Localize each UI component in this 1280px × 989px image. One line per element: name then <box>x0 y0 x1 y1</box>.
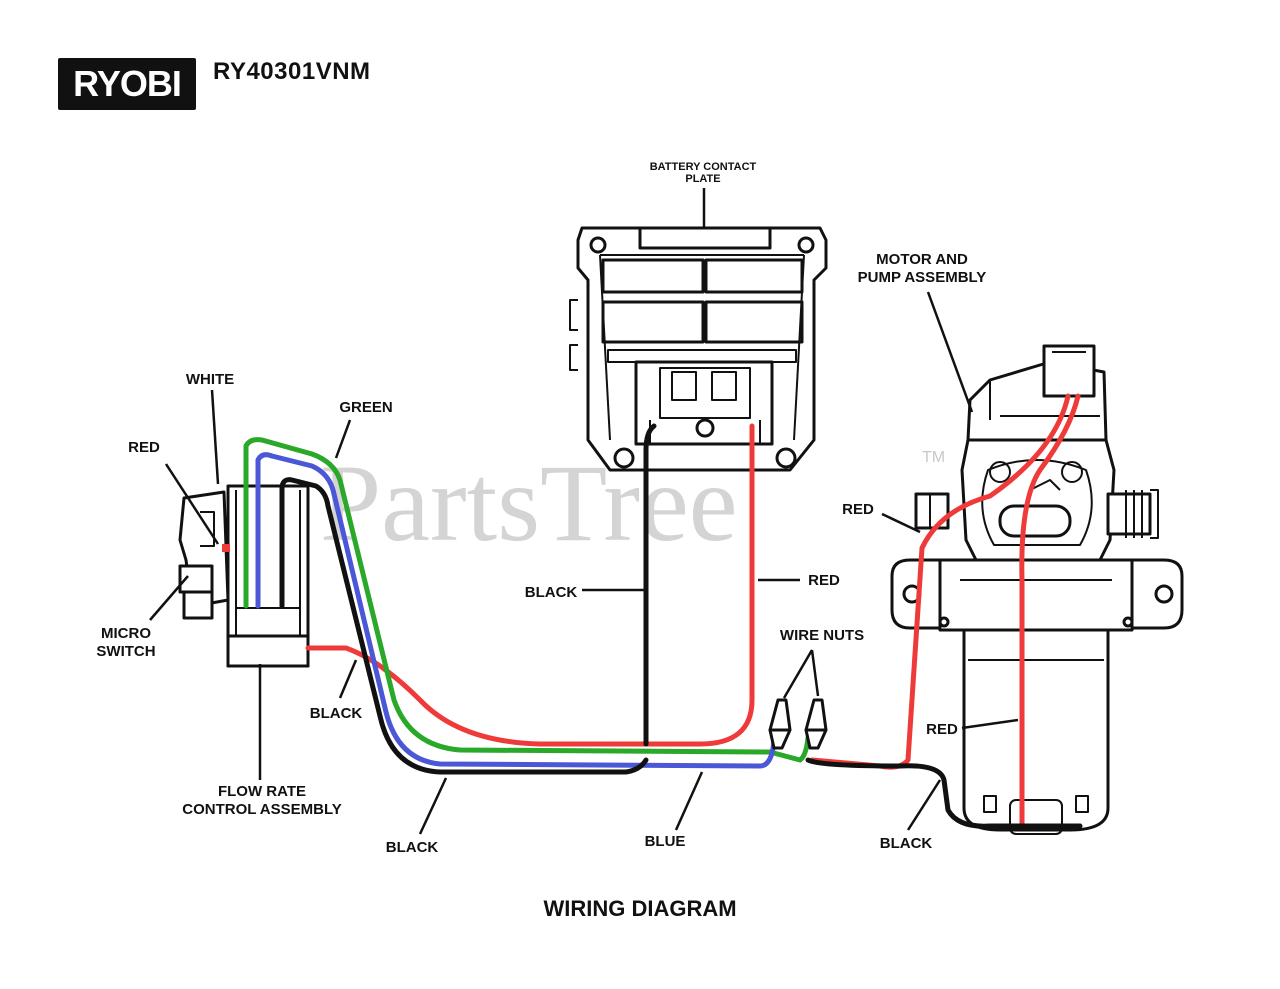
wire-black-flow <box>279 477 649 775</box>
label-black-flow: BLACK <box>310 705 363 722</box>
wire-green <box>243 437 811 763</box>
flow-rate-control-assembly <box>226 484 310 668</box>
label-red-micro: RED <box>128 439 160 456</box>
label-motor-pump-2: PUMP ASSEMBLY <box>858 269 987 286</box>
micro-switch <box>178 490 230 620</box>
ryobi-logo-text: RYOBI <box>73 63 182 104</box>
label-red-motor-bottom: RED <box>926 721 958 738</box>
motor-pump-assembly <box>890 344 1184 835</box>
wire-black-motor <box>805 757 1083 829</box>
diagram-title: WIRING DIAGRAM <box>543 896 737 921</box>
label-red-motor-top: RED <box>842 501 874 518</box>
label-black-bottom-left: BLACK <box>386 839 439 856</box>
wires <box>243 393 1083 829</box>
label-wire-nuts: WIRE NUTS <box>780 627 864 644</box>
model-number: RY40301VNM <box>213 58 371 85</box>
label-micro-switch-2: SWITCH <box>96 643 155 660</box>
leader-lines <box>149 188 1019 835</box>
label-black-center: BLACK <box>525 584 578 601</box>
label-motor-pump-1: MOTOR AND <box>876 251 968 268</box>
label-red-center: RED <box>808 572 840 589</box>
label-flow-rate-1: FLOW RATE <box>218 783 306 800</box>
watermark-trademark: TM <box>922 449 945 466</box>
label-battery-contact-plate-1: BATTERY CONTACT <box>650 161 757 173</box>
wire-red-flow <box>305 423 755 747</box>
label-micro-switch-1: MICRO <box>101 625 151 642</box>
wire-black-battery <box>643 423 657 747</box>
battery-contact-plate <box>569 226 828 472</box>
ryobi-logo: RYOBI <box>58 58 196 110</box>
wire-red-motor-2 <box>1019 393 1081 827</box>
label-battery-contact-plate-2: PLATE <box>685 173 720 185</box>
label-blue: BLUE <box>645 833 686 850</box>
label-white: WHITE <box>186 371 234 388</box>
wire-blue <box>255 452 777 769</box>
label-green: GREEN <box>339 399 392 416</box>
wire-nuts <box>768 698 828 750</box>
label-flow-rate-2: CONTROL ASSEMBLY <box>182 801 341 818</box>
label-black-bottom-right: BLACK <box>880 835 933 852</box>
